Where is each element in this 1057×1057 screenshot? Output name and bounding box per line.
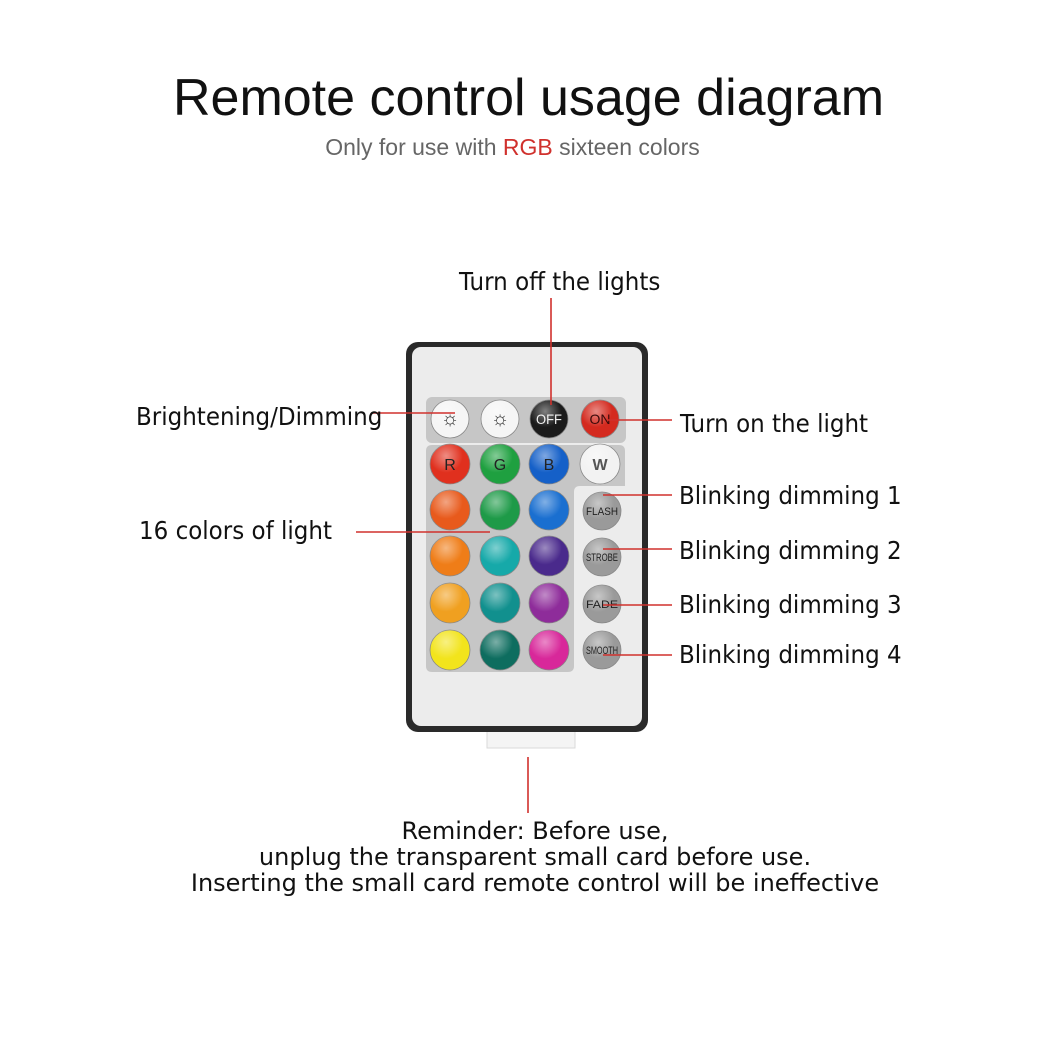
- label-blink-2: Blinking dimming 2: [679, 536, 902, 565]
- color-button-r1c3-label: B: [544, 457, 555, 474]
- label-blink-4: Blinking dimming 4: [679, 640, 902, 669]
- subtitle-suffix: sixteen colors: [552, 134, 700, 160]
- color-button-r4c2[interactable]: [479, 582, 521, 624]
- reminder-line-3: Inserting the small card remote control …: [190, 869, 880, 897]
- off-button-label: OFF: [536, 411, 562, 427]
- color-button-r5c3[interactable]: [528, 629, 570, 671]
- color-button-r2c1[interactable]: [429, 489, 471, 531]
- color-button-r1c2[interactable]: G: [479, 443, 521, 485]
- mode-button-smooth[interactable]: SMOOTH: [582, 630, 622, 670]
- label-turn-on: Turn on the light: [680, 409, 869, 438]
- label-16-colors: 16 colors of light: [139, 516, 332, 545]
- label-blink-3: Blinking dimming 3: [679, 590, 902, 619]
- color-button-r1c1-label: R: [444, 457, 456, 474]
- mode-button-smooth-label: SMOOTH: [586, 645, 618, 657]
- mode-button-flash-label: FLASH: [586, 506, 618, 518]
- color-button-r4c1[interactable]: [429, 582, 471, 624]
- color-button-r3c1[interactable]: [429, 535, 471, 577]
- reminder-line-1: Reminder: Before use,: [401, 817, 669, 845]
- label-blink-1: Blinking dimming 1: [679, 481, 902, 510]
- brightness-down-button-label: ☼: [491, 408, 509, 430]
- color-button-r3c3[interactable]: [528, 535, 570, 577]
- mode-button-strobe-label: STROBE: [586, 552, 618, 564]
- color-button-r2c3[interactable]: [528, 489, 570, 531]
- brightness-up-button[interactable]: ☼: [430, 399, 470, 439]
- color-button-r4c3[interactable]: [528, 582, 570, 624]
- brightness-up-button-label: ☼: [441, 408, 459, 430]
- off-button[interactable]: OFF: [529, 399, 569, 439]
- subtitle-highlight: RGB: [502, 134, 553, 160]
- mode-button-flash[interactable]: FLASH: [582, 491, 622, 531]
- label-turn-off: Turn off the lights: [459, 267, 661, 296]
- brightness-down-button[interactable]: ☼: [480, 399, 520, 439]
- mode-button-fade[interactable]: FADE: [582, 584, 622, 624]
- reminder-line-2: unplug the transparent small card before…: [258, 843, 812, 871]
- top-button-panel: [426, 397, 626, 443]
- color-button-panel: [426, 445, 625, 672]
- color-button-r5c1[interactable]: [429, 629, 471, 671]
- page-subtitle: Only for use with RGB sixteen colors: [0, 134, 1025, 161]
- color-button-r1c1[interactable]: R: [429, 443, 471, 485]
- subtitle-prefix: Only for use with: [325, 134, 503, 160]
- mode-button-strobe[interactable]: STROBE: [582, 537, 622, 577]
- on-button[interactable]: ON: [580, 399, 620, 439]
- color-button-r1c4-label: W: [592, 457, 608, 474]
- color-button-r3c2[interactable]: [479, 535, 521, 577]
- mode-button-fade-label: FADE: [586, 599, 618, 611]
- label-brightening: Brightening/Dimming: [136, 402, 383, 431]
- color-button-r5c2[interactable]: [479, 629, 521, 671]
- page-title: Remote control usage diagram: [172, 69, 885, 127]
- reminder-note: Reminder: Before use, unplug the transpa…: [0, 818, 1057, 896]
- on-button-label: ON: [590, 411, 611, 427]
- color-button-r2c2[interactable]: [479, 489, 521, 531]
- color-button-r1c3[interactable]: B: [528, 443, 570, 485]
- color-button-r1c4[interactable]: W: [579, 443, 621, 485]
- color-button-r1c2-label: G: [494, 457, 506, 474]
